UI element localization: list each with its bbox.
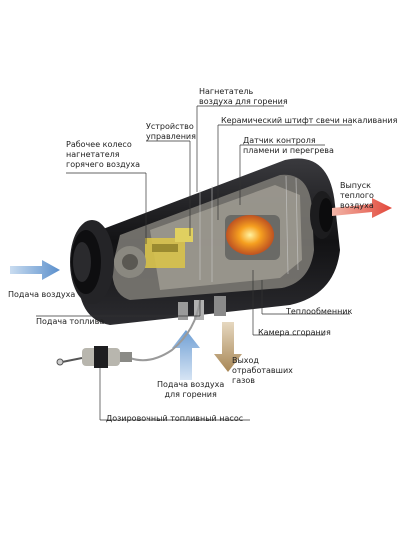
heater-body xyxy=(70,158,340,325)
label-fuel-in: Подача топлива xyxy=(36,317,105,326)
impeller xyxy=(114,246,146,278)
fuel-line xyxy=(129,299,201,362)
exhaust-arrow xyxy=(214,322,242,372)
heat-exchanger-fins xyxy=(199,175,299,282)
leader-lines xyxy=(36,105,352,421)
watermark-logo: Avito xyxy=(324,501,391,526)
label-air-in: Подача воздуха xyxy=(8,290,76,299)
label-blower-air: Нагнетатель воздуха для горения xyxy=(199,87,288,106)
label-warm-air-out: Выпуск теплого воздуха xyxy=(340,181,374,210)
label-heat-exchanger: Теплообменник xyxy=(286,307,353,316)
air-in-arrow xyxy=(10,260,60,280)
label-glow-pin: Керамический штифт свечи накаливания xyxy=(221,116,398,125)
combustion-air-arrow xyxy=(172,330,200,380)
combustion-chamber xyxy=(225,215,280,260)
dosing-pump xyxy=(56,346,132,368)
label-combustion-chamber: Камера сгорания xyxy=(258,328,331,337)
label-dosing-pump: Дозировочный топливный насос xyxy=(106,414,244,423)
label-combustion-air: Подача воздуха для горения xyxy=(157,380,225,399)
label-flame-sensor: Датчик контроля пламени и перегрева xyxy=(243,136,334,155)
label-exhaust: Выход отработавших газов xyxy=(232,356,293,385)
warm-air-out-arrow xyxy=(332,198,392,218)
control-unit xyxy=(145,228,193,268)
label-impeller: Рабочее колесо нагнетателя горячего возд… xyxy=(66,140,141,169)
label-control-unit: Устройство управления xyxy=(146,122,196,141)
